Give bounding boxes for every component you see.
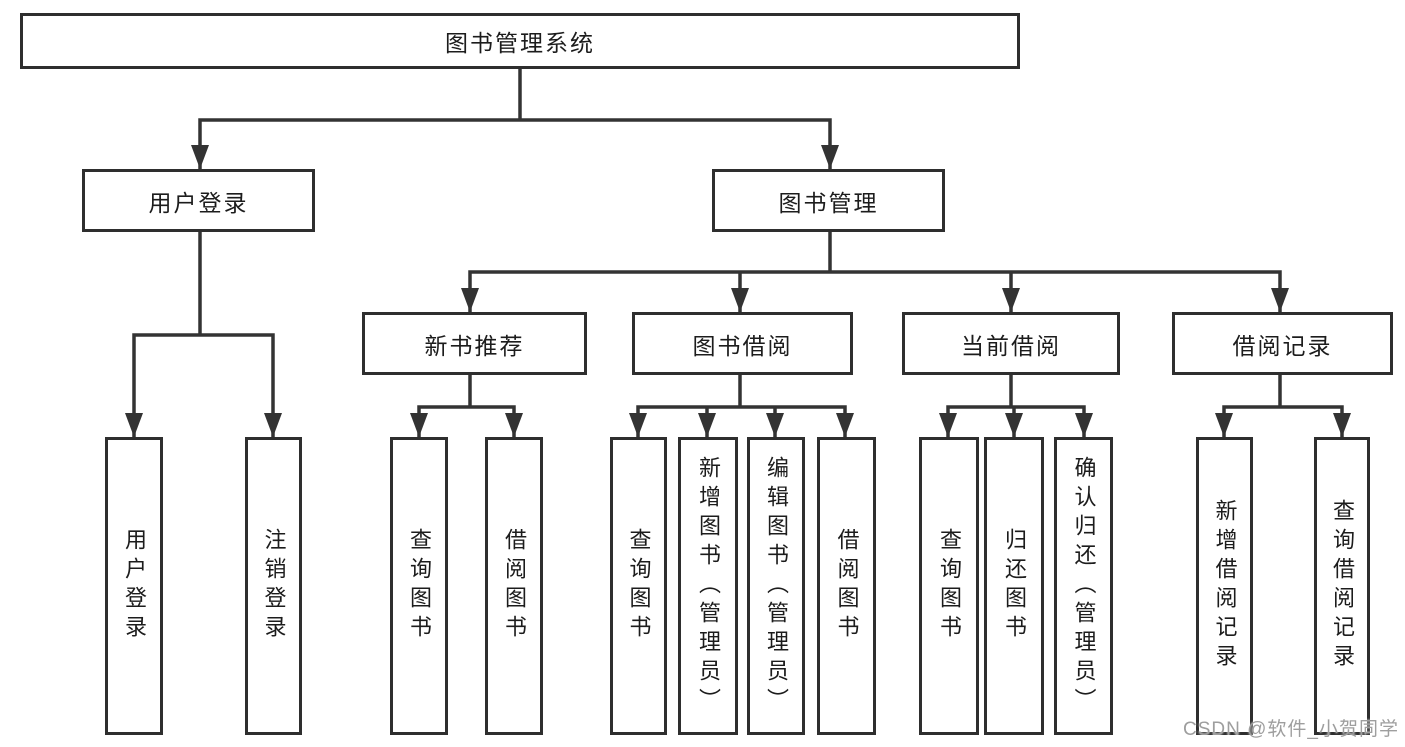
leaf-recommend-borrow-book: 借阅图书	[485, 437, 543, 735]
leaf-current-return-book: 归还图书	[984, 437, 1044, 735]
leaf-label: 新增图书（管理员）	[696, 455, 721, 717]
leaf-user-login: 用户登录	[105, 437, 163, 735]
leaf-records-query-record: 查询借阅记录	[1314, 437, 1370, 735]
leaf-borrow-query-book: 查询图书	[610, 437, 667, 735]
leaf-label: 注销登录	[261, 528, 287, 644]
node-label: 图书借阅	[692, 332, 793, 359]
node-label: 当前借阅	[961, 332, 1061, 359]
leaf-label: 编辑图书（管理员）	[764, 455, 789, 717]
leaf-label: 查询借阅记录	[1330, 499, 1355, 673]
leaf-records-add-record: 新增借阅记录	[1196, 437, 1253, 735]
leaf-borrow-edit-book-admin: 编辑图书（管理员）	[747, 437, 805, 735]
node-label: 借阅记录	[1232, 332, 1333, 359]
node-new-book-recommend: 新书推荐	[362, 312, 587, 375]
leaf-logout: 注销登录	[245, 437, 302, 735]
leaf-label: 确认归还（管理员）	[1071, 455, 1097, 717]
leaf-label: 归还图书	[1002, 528, 1027, 644]
leaf-current-query-book: 查询图书	[919, 437, 979, 735]
node-label: 图书管理系统	[445, 30, 595, 56]
node-current-borrow: 当前借阅	[902, 312, 1120, 375]
node-label: 图书管理	[778, 189, 879, 216]
node-user-login: 用户登录	[82, 169, 315, 232]
node-book-borrow: 图书借阅	[632, 312, 853, 375]
csdn-watermark: CSDN @软件_小贺同学	[1183, 719, 1399, 740]
leaf-label: 查询图书	[407, 528, 432, 644]
node-system-root: 图书管理系统	[20, 13, 1020, 69]
leaf-label: 借阅图书	[834, 528, 860, 644]
leaf-borrow-borrow-book: 借阅图书	[817, 437, 876, 735]
node-book-management: 图书管理	[712, 169, 945, 232]
connector-path	[132, 67, 1344, 439]
node-label: 用户登录	[148, 189, 249, 216]
leaf-borrow-add-book-admin: 新增图书（管理员）	[678, 437, 738, 735]
leaf-recommend-query-book: 查询图书	[390, 437, 448, 735]
node-borrow-records: 借阅记录	[1172, 312, 1393, 375]
leaf-label: 查询图书	[937, 528, 962, 644]
arrowheads	[125, 145, 1351, 437]
leaf-label: 用户登录	[122, 528, 147, 644]
leaf-label: 新增借阅记录	[1212, 499, 1238, 673]
leaf-label: 查询图书	[626, 528, 652, 644]
leaf-label: 借阅图书	[502, 528, 527, 644]
leaf-current-confirm-return-admin: 确认归还（管理员）	[1054, 437, 1113, 735]
node-label: 新书推荐	[424, 332, 525, 359]
